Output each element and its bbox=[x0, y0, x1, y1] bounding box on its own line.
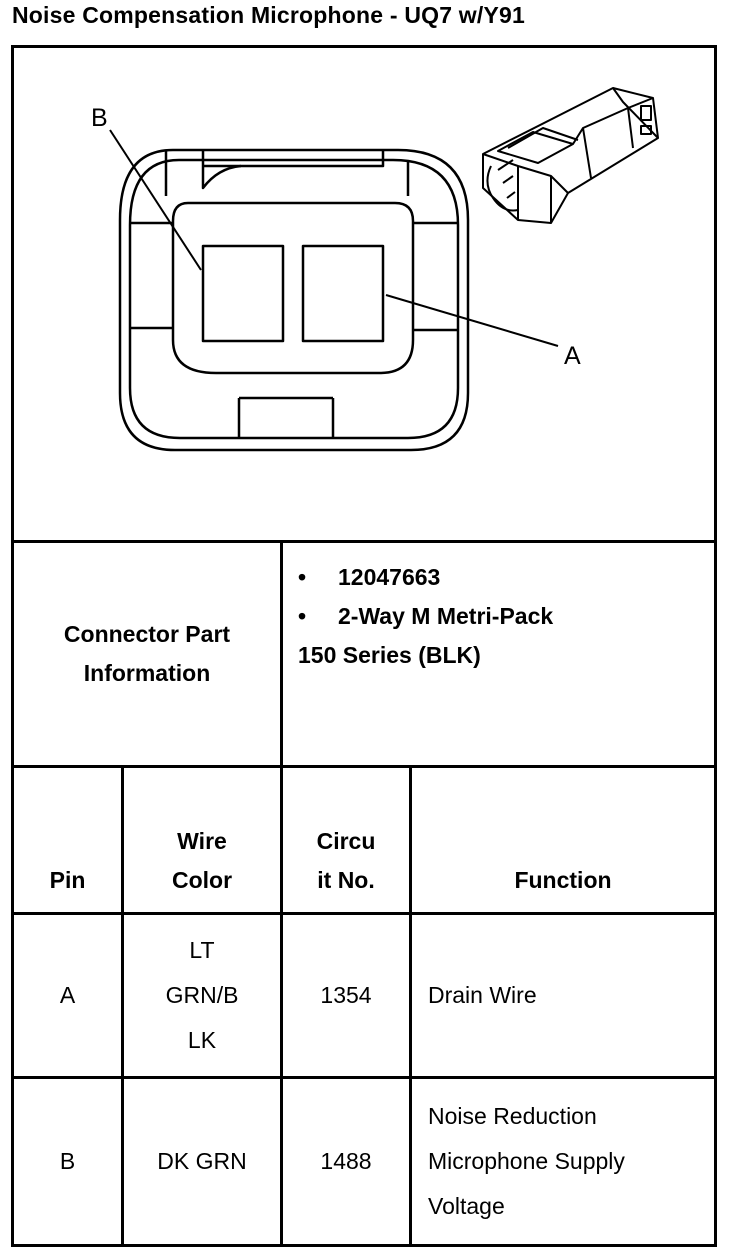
divider-info-col bbox=[280, 540, 283, 1247]
table-row-a-pin: A bbox=[14, 915, 121, 1076]
pin-a-label: A bbox=[564, 342, 581, 370]
header-wire-color-line1: Wire bbox=[177, 828, 227, 854]
pin-value: A bbox=[59, 982, 76, 1008]
pin-b-cavity bbox=[201, 244, 285, 343]
connector-series-item: 150 Series (BLK) bbox=[298, 636, 481, 675]
part-number-item: • 12047663 bbox=[298, 558, 440, 597]
frame-bottom bbox=[11, 1244, 717, 1247]
header-circuit-line2: it No. bbox=[317, 867, 375, 893]
bullet-icon: • bbox=[298, 603, 307, 629]
table-row-b-function: Noise Reduction Microphone Supply Voltag… bbox=[428, 1079, 712, 1244]
table-row-b-circuit: 1488 bbox=[283, 1079, 409, 1244]
divider-circuit-col bbox=[409, 765, 412, 1247]
frame-right bbox=[714, 45, 717, 1247]
table-row-a-circuit: 1354 bbox=[283, 915, 409, 1076]
divider-connector-info bbox=[11, 765, 717, 768]
connector-housing-rim bbox=[128, 158, 460, 440]
divider-pin-col bbox=[121, 765, 124, 1247]
header-function-text: Function bbox=[514, 867, 612, 893]
connector-latch bbox=[164, 150, 410, 196]
connector-outer-housing bbox=[118, 148, 470, 452]
leader-line-b bbox=[109, 129, 202, 271]
header-function: Function bbox=[412, 768, 714, 912]
connector-type-item: • 2-Way M Metri-Pack bbox=[298, 597, 553, 636]
connector-info-label-line1: Connector Part bbox=[63, 621, 231, 647]
function-line: Drain Wire bbox=[428, 982, 537, 1008]
frame-top bbox=[11, 45, 717, 48]
pin-value: B bbox=[59, 1148, 76, 1174]
header-wire-color-line2: Color bbox=[171, 867, 233, 893]
connector-info-label-line2: Information bbox=[83, 660, 211, 686]
connector-series: 150 Series (BLK) bbox=[298, 642, 481, 668]
connector-cavity bbox=[171, 201, 415, 375]
page-title: Noise Compensation Microphone - UQ7 w/Y9… bbox=[12, 2, 525, 28]
table-row-a-function: Drain Wire bbox=[428, 915, 712, 1076]
table-row-b-pin: B bbox=[14, 1079, 121, 1244]
bullet-icon: • bbox=[298, 564, 307, 590]
connector-face-drawing: B A bbox=[91, 87, 659, 452]
leader-line-a bbox=[385, 294, 559, 347]
header-pin: Pin bbox=[14, 768, 121, 912]
header-circuit-line1: Circu bbox=[316, 828, 376, 854]
pin-a-cavity bbox=[301, 244, 385, 343]
connector-diagram: B A bbox=[13, 48, 716, 540]
wire-color-line: LT bbox=[189, 937, 215, 963]
header-pin-text: Pin bbox=[49, 867, 86, 893]
circuit-value: 1488 bbox=[320, 1148, 372, 1174]
connector-type: 2-Way M Metri-Pack bbox=[338, 603, 554, 629]
header-circuit-no: Circu it No. bbox=[283, 768, 409, 912]
part-number: 12047663 bbox=[338, 564, 441, 590]
wire-color-line: DK GRN bbox=[157, 1148, 247, 1174]
circuit-value: 1354 bbox=[320, 982, 372, 1008]
function-line: Microphone Supply bbox=[428, 1148, 625, 1174]
divider-header bbox=[11, 912, 717, 915]
connector-info-label: Connector Part Information bbox=[14, 543, 280, 765]
function-line: Voltage bbox=[428, 1193, 505, 1219]
wire-color-line: LK bbox=[187, 1027, 217, 1053]
connector-iso-drawing bbox=[482, 87, 659, 224]
connector-info-values: • 12047663 • 2-Way M Metri-Pack 150 Seri… bbox=[298, 543, 708, 765]
frame-left bbox=[11, 45, 14, 1247]
table-row-a-wire-color: LT GRN/B LK bbox=[124, 915, 280, 1076]
pin-b-label: B bbox=[91, 104, 108, 132]
header-wire-color: Wire Color bbox=[124, 768, 280, 912]
function-line: Noise Reduction bbox=[428, 1103, 597, 1129]
divider-row-a bbox=[11, 1076, 717, 1079]
connector-bottom-key bbox=[237, 396, 335, 438]
wire-color-line: GRN/B bbox=[165, 982, 239, 1008]
divider-diagram bbox=[11, 540, 717, 543]
table-row-b-wire-color: DK GRN bbox=[124, 1079, 280, 1244]
